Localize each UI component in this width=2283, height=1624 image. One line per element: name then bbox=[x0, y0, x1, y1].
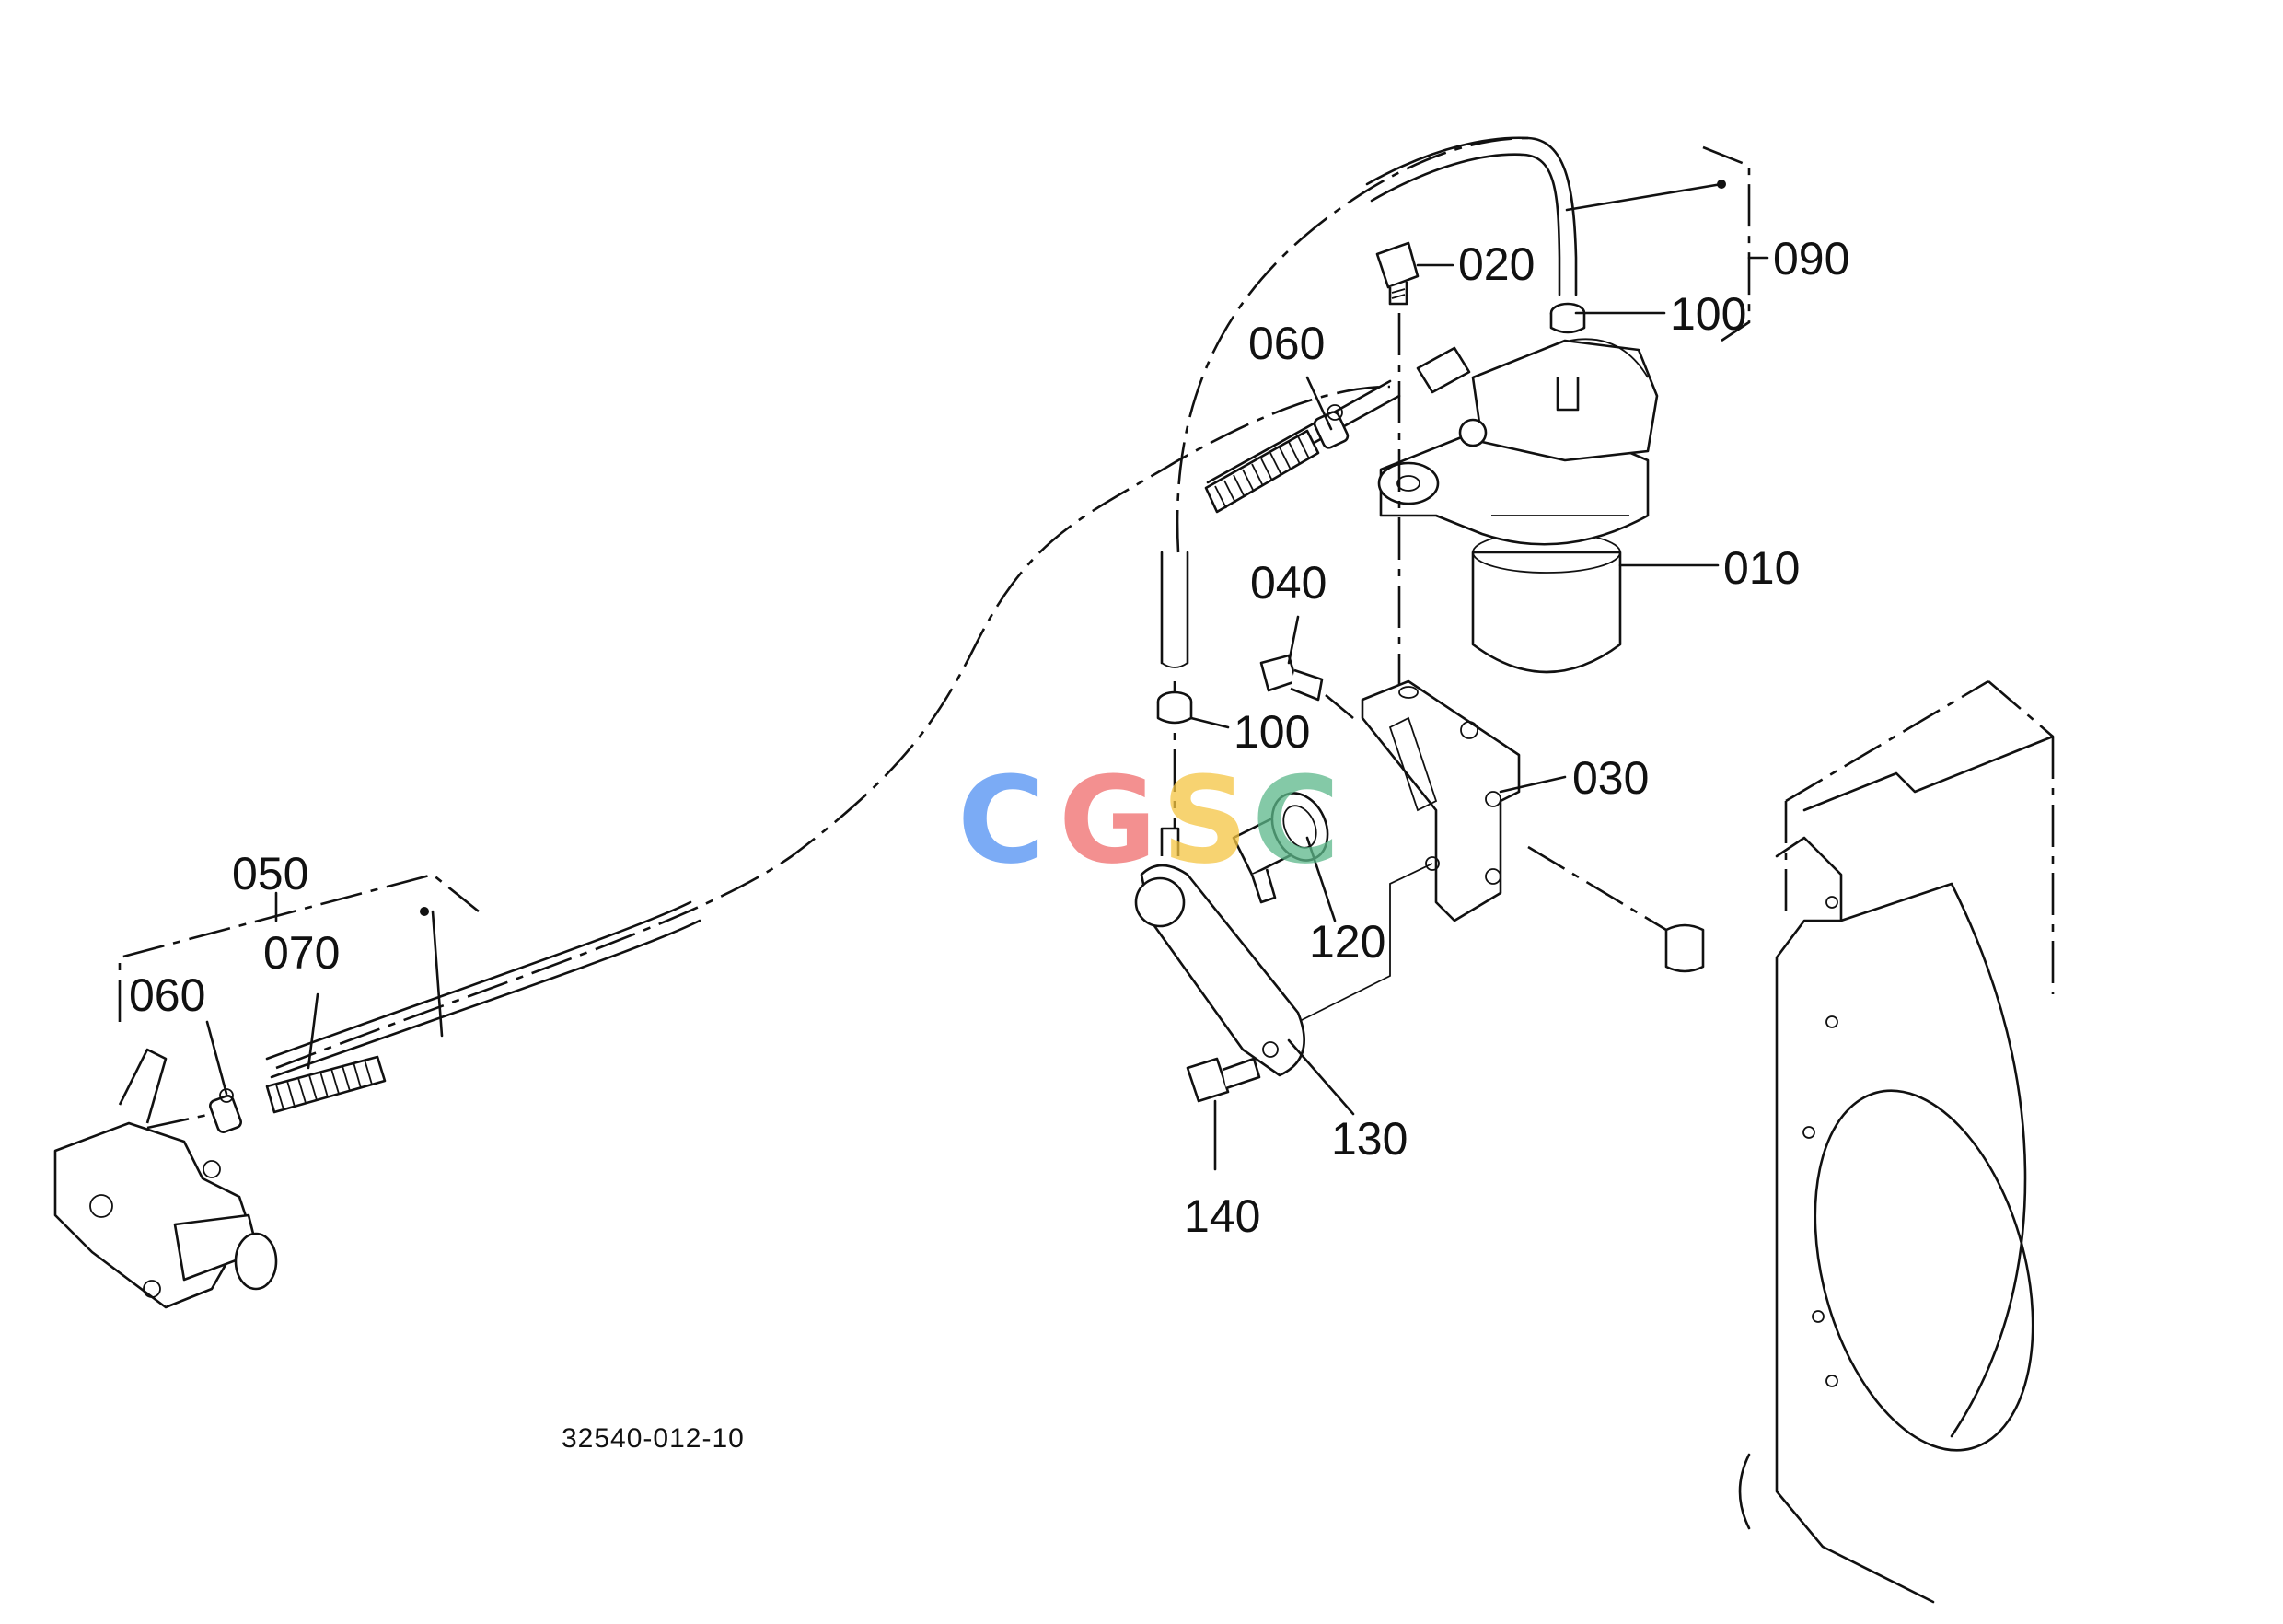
label-060-lower: 060 bbox=[129, 969, 205, 1021]
hose-protector-lower bbox=[265, 1055, 387, 1114]
hose-protector-upper bbox=[1204, 429, 1320, 514]
label-130: 130 bbox=[1331, 1113, 1408, 1165]
clamp-100-upper bbox=[1549, 302, 1586, 334]
bolt-140 bbox=[1186, 1057, 1261, 1103]
fuel-cock-130 bbox=[1134, 827, 1305, 1077]
valve-120 bbox=[1232, 792, 1329, 904]
clamp-060-lower bbox=[209, 1088, 242, 1133]
watermark-letter-g: G bbox=[1059, 750, 1157, 890]
watermark-letter-c2: C bbox=[1252, 750, 1339, 890]
bolt-040 bbox=[1259, 654, 1354, 719]
clamp-100-lower bbox=[1156, 690, 1193, 725]
label-100-lower: 100 bbox=[1234, 706, 1310, 758]
group-bracket-090 bbox=[1702, 145, 1769, 342]
leader-lines bbox=[205, 182, 1723, 1171]
label-050: 050 bbox=[232, 848, 308, 899]
label-010: 010 bbox=[1723, 542, 1800, 594]
fuel-pump bbox=[53, 1048, 278, 1309]
label-070: 070 bbox=[263, 927, 340, 979]
bolt-020 bbox=[1375, 241, 1420, 690]
label-020: 020 bbox=[1458, 238, 1535, 290]
label-060-upper: 060 bbox=[1248, 318, 1325, 369]
engine-block bbox=[1527, 679, 2055, 1604]
fuel-filter bbox=[1377, 338, 1659, 674]
watermark-letter-s: S bbox=[1162, 750, 1248, 890]
label-140: 140 bbox=[1184, 1190, 1260, 1242]
label-090: 090 bbox=[1773, 233, 1849, 284]
label-040: 040 bbox=[1250, 557, 1327, 609]
label-100-upper: 100 bbox=[1670, 288, 1746, 340]
watermark-letter-c1: C bbox=[957, 750, 1045, 890]
drawing-number: 32540-012-10 bbox=[562, 1423, 745, 1454]
bracket-030 bbox=[1297, 679, 1521, 1023]
watermark-cgsc: C G S C bbox=[957, 750, 1339, 890]
label-030: 030 bbox=[1572, 752, 1649, 804]
label-120: 120 bbox=[1309, 916, 1385, 968]
